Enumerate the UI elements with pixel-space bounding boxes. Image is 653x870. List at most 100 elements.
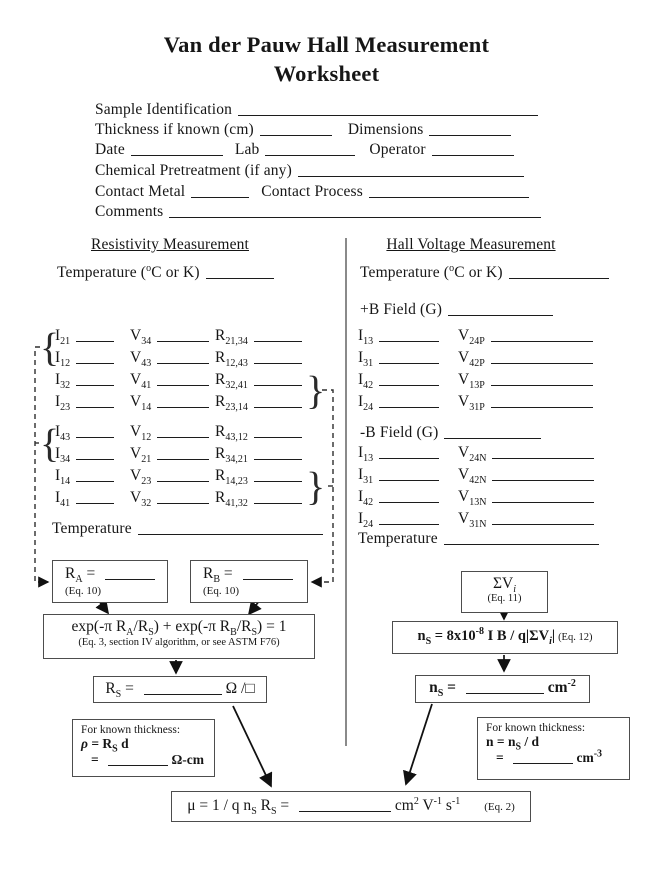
pretreatment-input[interactable] xyxy=(297,164,524,177)
current-I14-input[interactable] xyxy=(76,469,115,482)
ns-result-box: nS = cm-2 xyxy=(415,675,590,703)
voltage-V21-input[interactable] xyxy=(157,447,210,460)
date-input[interactable] xyxy=(130,143,223,156)
hall-voltage-V24P-cell: V24P xyxy=(458,327,593,347)
comments-input[interactable] xyxy=(169,205,542,218)
page-title: Van der Pauw Hall Measurement Worksheet xyxy=(0,30,653,88)
voltage-V41-input[interactable] xyxy=(157,373,210,386)
hall-current-I24-input[interactable] xyxy=(379,395,440,408)
voltage-V34-input[interactable] xyxy=(157,329,210,342)
current-I41-cell: I41 xyxy=(55,489,115,509)
fill-in-blank[interactable] xyxy=(242,567,293,580)
resistance-R23-14-cell: R23,14 xyxy=(215,393,302,413)
exp-formula: exp(-π RA/RS) + exp(-π RB/RS) = 1 xyxy=(71,618,287,639)
minus-b-field-input[interactable] xyxy=(444,426,542,439)
resistance-R41-32-input[interactable] xyxy=(253,491,302,504)
hall-current-I31N-input[interactable] xyxy=(379,468,440,481)
plus-b-field-input[interactable] xyxy=(448,303,554,316)
resistivity-temperature2-label: Temperature xyxy=(52,520,132,537)
fill-in-blank[interactable] xyxy=(465,681,544,694)
hall-heading: Hall Voltage Measurement xyxy=(386,236,556,253)
comments-label: Comments xyxy=(95,203,164,220)
hall-voltage-V13P-cell: V13P xyxy=(458,371,593,391)
resistance-R12-43-input[interactable] xyxy=(253,351,302,364)
current-I43-input[interactable] xyxy=(76,425,115,438)
rho-value-line: = Ω-cm xyxy=(91,752,204,767)
hall-current-I42-cell: I42 xyxy=(358,371,440,391)
resistance-R21-34-input[interactable] xyxy=(253,329,302,342)
resistance-R43-12-input[interactable] xyxy=(253,425,302,438)
hall-voltage-V24N-input[interactable] xyxy=(492,446,595,459)
operator-input[interactable] xyxy=(431,143,514,156)
current-I41-input[interactable] xyxy=(76,491,115,504)
contact-process-input[interactable] xyxy=(368,185,529,198)
hall-voltage-V13P-input[interactable] xyxy=(490,373,593,386)
fill-in-blank[interactable] xyxy=(108,753,169,766)
voltage-V12-input[interactable] xyxy=(157,425,210,438)
hall-voltage-V31P-input[interactable] xyxy=(490,395,593,408)
hall-current-I31N-cell: I31 xyxy=(358,466,440,486)
dimensions-input[interactable] xyxy=(429,123,512,136)
brace-right-group2: } xyxy=(306,464,325,509)
field-row-sample: Sample Identification xyxy=(95,101,539,119)
current-I34-cell: I34 xyxy=(55,445,115,465)
current-I32-input[interactable] xyxy=(76,373,115,386)
ns-equation-formula: nS = 8x10-8 I B / q|ΣVi| xyxy=(417,626,556,647)
fill-in-blank[interactable] xyxy=(299,799,392,812)
hall-voltage-V13N-input[interactable] xyxy=(492,490,595,503)
resistance-R14-23-input[interactable] xyxy=(253,469,302,482)
resistance-R34-21-cell: R34,21 xyxy=(215,445,302,465)
rb-eq-note: (Eq. 10) xyxy=(203,585,240,597)
mobility-line: μ = 1 / q nS RS = cm2 V-1 s-1(Eq. 2) xyxy=(172,792,530,821)
mobility-box: μ = 1 / q nS RS = cm2 V-1 s-1(Eq. 2) xyxy=(171,791,531,822)
hall-voltage-V31N-input[interactable] xyxy=(492,512,595,525)
voltage-V12-cell: V12 xyxy=(130,423,210,443)
fill-in-blank[interactable] xyxy=(513,751,574,764)
voltage-V32-input[interactable] xyxy=(157,491,210,504)
current-I23-input[interactable] xyxy=(76,395,115,408)
hall-temperature-input[interactable] xyxy=(508,266,609,279)
contact-metal-label: Contact Metal xyxy=(95,183,186,200)
hall-current-I42N-input[interactable] xyxy=(379,490,440,503)
thickness-input[interactable] xyxy=(259,123,332,136)
ns-equation-eq-note: (Eq. 12) xyxy=(558,632,593,643)
sample-identification-label: Sample Identification xyxy=(95,101,233,118)
lab-input[interactable] xyxy=(265,143,356,156)
hall-current-I42-input[interactable] xyxy=(379,373,440,386)
hall-temperature-line: Temperature (oC or K) xyxy=(360,263,609,282)
resistivity-temperature2-input[interactable] xyxy=(137,522,323,535)
hall-current-I13N-input[interactable] xyxy=(379,446,440,459)
voltage-V43-input[interactable] xyxy=(157,351,210,364)
voltage-V23-cell: V23 xyxy=(130,467,210,487)
arrow-rs-to-mu xyxy=(232,705,273,788)
voltage-V23-input[interactable] xyxy=(157,469,210,482)
current-I21-input[interactable] xyxy=(76,329,115,342)
hall-voltage-V24P-input[interactable] xyxy=(490,329,593,342)
resistance-R34-21-input[interactable] xyxy=(253,447,302,460)
resistivity-temperature-input[interactable] xyxy=(205,266,274,279)
hall-temperature2-input[interactable] xyxy=(443,532,599,545)
current-I12-cell: I12 xyxy=(55,349,115,369)
current-I32-cell: I32 xyxy=(55,371,115,391)
ns-equation-line: nS = 8x10-8 I B / q|ΣVi|(Eq. 12) xyxy=(393,622,617,652)
hall-current-I31-input[interactable] xyxy=(379,351,440,364)
hall-voltage-V42P-input[interactable] xyxy=(490,351,593,364)
current-I12-input[interactable] xyxy=(76,351,115,364)
fill-in-blank[interactable] xyxy=(143,682,222,695)
resistance-R32-41-input[interactable] xyxy=(253,373,302,386)
contact-metal-input[interactable] xyxy=(191,185,250,198)
hall-voltage-V42N-input[interactable] xyxy=(492,468,595,481)
resistance-R14-23-cell: R14,23 xyxy=(215,467,302,487)
resistance-R23-14-input[interactable] xyxy=(253,395,302,408)
voltage-V14-input[interactable] xyxy=(157,395,210,408)
field-row-comments: Comments xyxy=(95,203,542,221)
current-I34-input[interactable] xyxy=(76,447,115,460)
hall-current-I24N-input[interactable] xyxy=(379,512,440,525)
resistivity-temperature-label: Temperature (oC or K) xyxy=(57,262,200,281)
sigma-vi-box: ΣVi (Eq. 11) xyxy=(461,571,548,613)
field-row-pretreatment: Chemical Pretreatment (if any) xyxy=(95,162,524,180)
hall-current-I13-input[interactable] xyxy=(379,329,440,342)
minus-b-field-line: -B Field (G) xyxy=(360,424,542,442)
sample-identification-input[interactable] xyxy=(238,103,539,116)
fill-in-blank[interactable] xyxy=(105,567,156,580)
